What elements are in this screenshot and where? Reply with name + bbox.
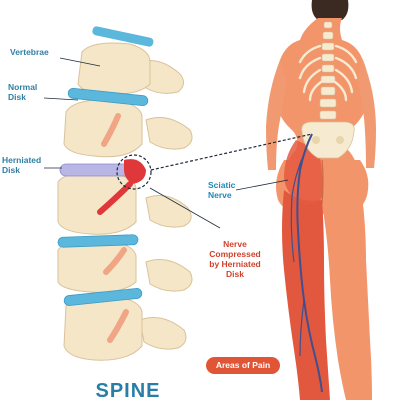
vertebra-5	[63, 295, 143, 361]
diagram-title: SPINE	[95, 380, 161, 402]
dashed-connector-line	[150, 133, 313, 171]
label-normal-disk-line1: Normal	[8, 82, 38, 92]
label-nerve-compressed-line3: by Herniated	[209, 259, 261, 269]
label-vertebrae: Vertebrae	[10, 47, 49, 57]
label-nerve-compressed-line2: Compressed	[209, 249, 261, 259]
label-vertebrae-text: Vertebrae	[10, 47, 49, 57]
label-herniated-disk: Herniated Disk	[2, 155, 41, 175]
label-herniated-disk-line2: Disk	[2, 165, 20, 175]
magnifier-circle-icon	[116, 154, 152, 190]
areas-of-pain-text: Areas of Pain	[215, 360, 271, 370]
vertebra-2	[63, 99, 143, 158]
compressed-nerve	[97, 181, 133, 215]
normal-disk	[67, 87, 149, 107]
label-sciatic-nerve-line2: Nerve	[208, 190, 232, 200]
vertebra-1	[77, 42, 151, 95]
right-leg	[322, 196, 372, 400]
label-nerve-compressed: Nerve Compressed by Herniated Disk	[204, 239, 266, 279]
label-herniated-disk-line1: Herniated	[2, 155, 42, 165]
label-sciatic-nerve-line1: Sciatic	[208, 180, 236, 190]
back-spine	[298, 21, 358, 159]
human-body-back-view	[266, 0, 376, 400]
normal-disks	[57, 87, 149, 306]
herniated-disk	[59, 159, 146, 184]
spine-cross-section	[57, 26, 193, 361]
label-normal-disk: Normal Disk	[8, 82, 37, 102]
vertebra-3	[57, 171, 137, 235]
label-nerve-compressed-line4: Disk	[226, 269, 244, 279]
painful-leg	[282, 190, 330, 400]
label-sciatic-nerve: Sciatic Nerve	[208, 180, 235, 200]
sciatic-nerve-path	[296, 133, 323, 393]
areas-of-pain-badge: Areas of Pain	[206, 357, 280, 374]
label-normal-disk-line2: Disk	[8, 92, 26, 102]
label-nerve-compressed-line1: Nerve	[223, 239, 247, 249]
